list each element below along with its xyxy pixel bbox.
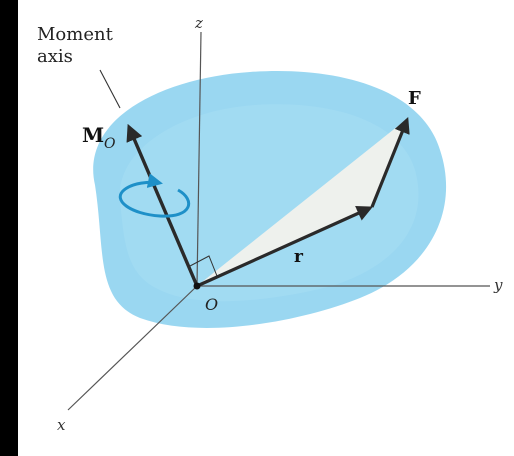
force-vector-f bbox=[370, 117, 410, 208]
moment-label-sub: O bbox=[104, 136, 116, 152]
moment-vector-mo bbox=[126, 123, 199, 287]
moment-axis-leader bbox=[99, 69, 121, 109]
plane-blob-shade bbox=[119, 104, 419, 302]
force-label: F bbox=[408, 88, 421, 109]
axis-label-x: x bbox=[57, 416, 66, 434]
axis-label-y: y bbox=[493, 276, 503, 294]
origin-label: O bbox=[205, 295, 218, 314]
position-label: r bbox=[294, 247, 304, 267]
moment-axis-label-line2: axis bbox=[37, 46, 73, 67]
right-angle-marker bbox=[189, 255, 218, 277]
origin-point bbox=[193, 282, 201, 290]
rotation-arrow bbox=[118, 173, 190, 218]
cross-product-area bbox=[197, 118, 408, 286]
x-axis bbox=[67, 285, 198, 411]
z-axis bbox=[196, 31, 202, 287]
moment-label-main: M bbox=[82, 123, 104, 147]
position-vector-r bbox=[196, 205, 373, 288]
moment-axis-label-line1: Moment bbox=[37, 24, 114, 45]
axis-label-z: z bbox=[194, 14, 203, 32]
